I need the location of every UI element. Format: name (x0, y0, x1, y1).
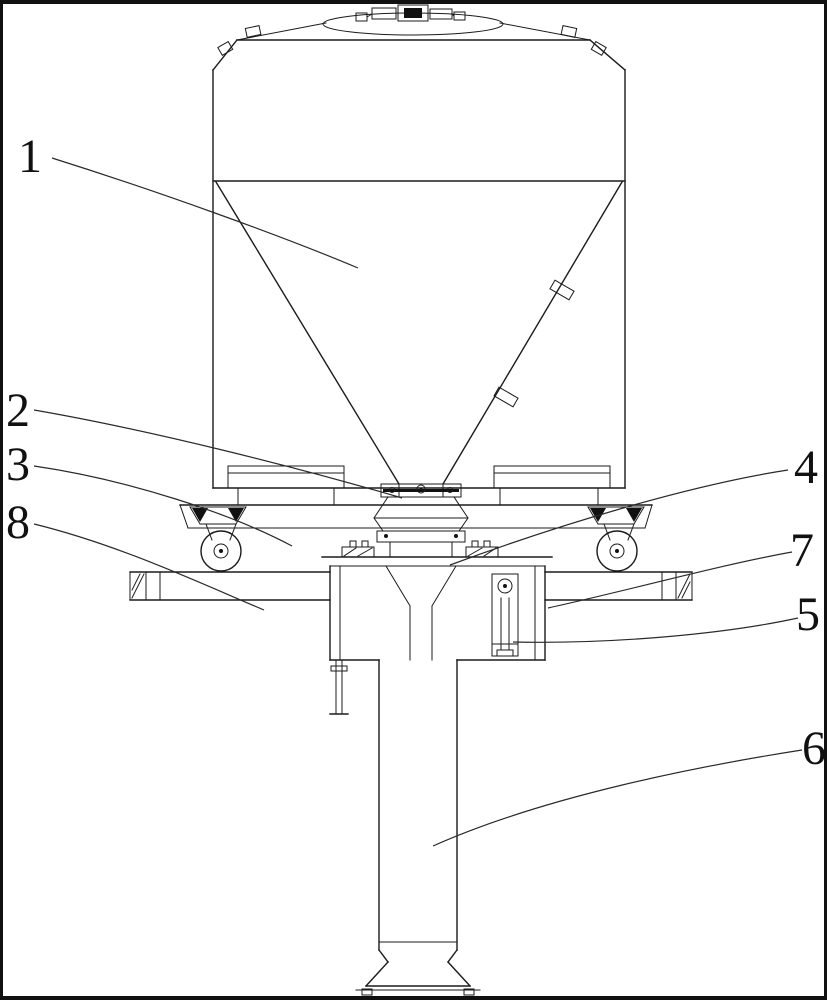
actuator-cylinder (491, 573, 519, 657)
callout-1: 1 (18, 130, 42, 183)
callout-2: 2 (6, 384, 30, 437)
leader-line-3 (33, 465, 293, 547)
hanging-rod (329, 659, 349, 715)
callout-3: 3 (6, 438, 30, 491)
tank-lid (322, 4, 504, 36)
discharge-tube (355, 659, 481, 996)
tank-shell (212, 22, 626, 489)
callout-4: 4 (794, 441, 818, 494)
callout-8: 8 (6, 496, 30, 549)
cone-port-upper (549, 279, 575, 301)
platform (129, 571, 693, 601)
caster-wheel-right (587, 506, 645, 572)
leader-lines (33, 157, 803, 847)
callout-6: 6 (802, 722, 826, 775)
outlet-flange (380, 483, 462, 498)
leader-line-8 (33, 523, 265, 611)
trolley-beam (179, 504, 653, 529)
callout-numbers: 1 2 3 8 4 7 5 6 (6, 130, 826, 775)
callout-7: 7 (790, 524, 814, 577)
leader-line-1 (51, 157, 359, 269)
cone-port-lower (493, 386, 519, 408)
leader-line-4 (449, 469, 789, 566)
flex-sleeve (373, 496, 469, 557)
leader-line-2 (33, 409, 403, 499)
mechanism-housing (321, 540, 553, 661)
hopper-cone (215, 181, 623, 498)
bolt-cluster-left (341, 540, 375, 558)
callout-5: 5 (796, 588, 820, 641)
leader-line-6 (432, 749, 803, 847)
leader-line-7 (547, 551, 793, 609)
leader-line-5 (512, 617, 799, 643)
caster-wheel-left (189, 506, 247, 572)
